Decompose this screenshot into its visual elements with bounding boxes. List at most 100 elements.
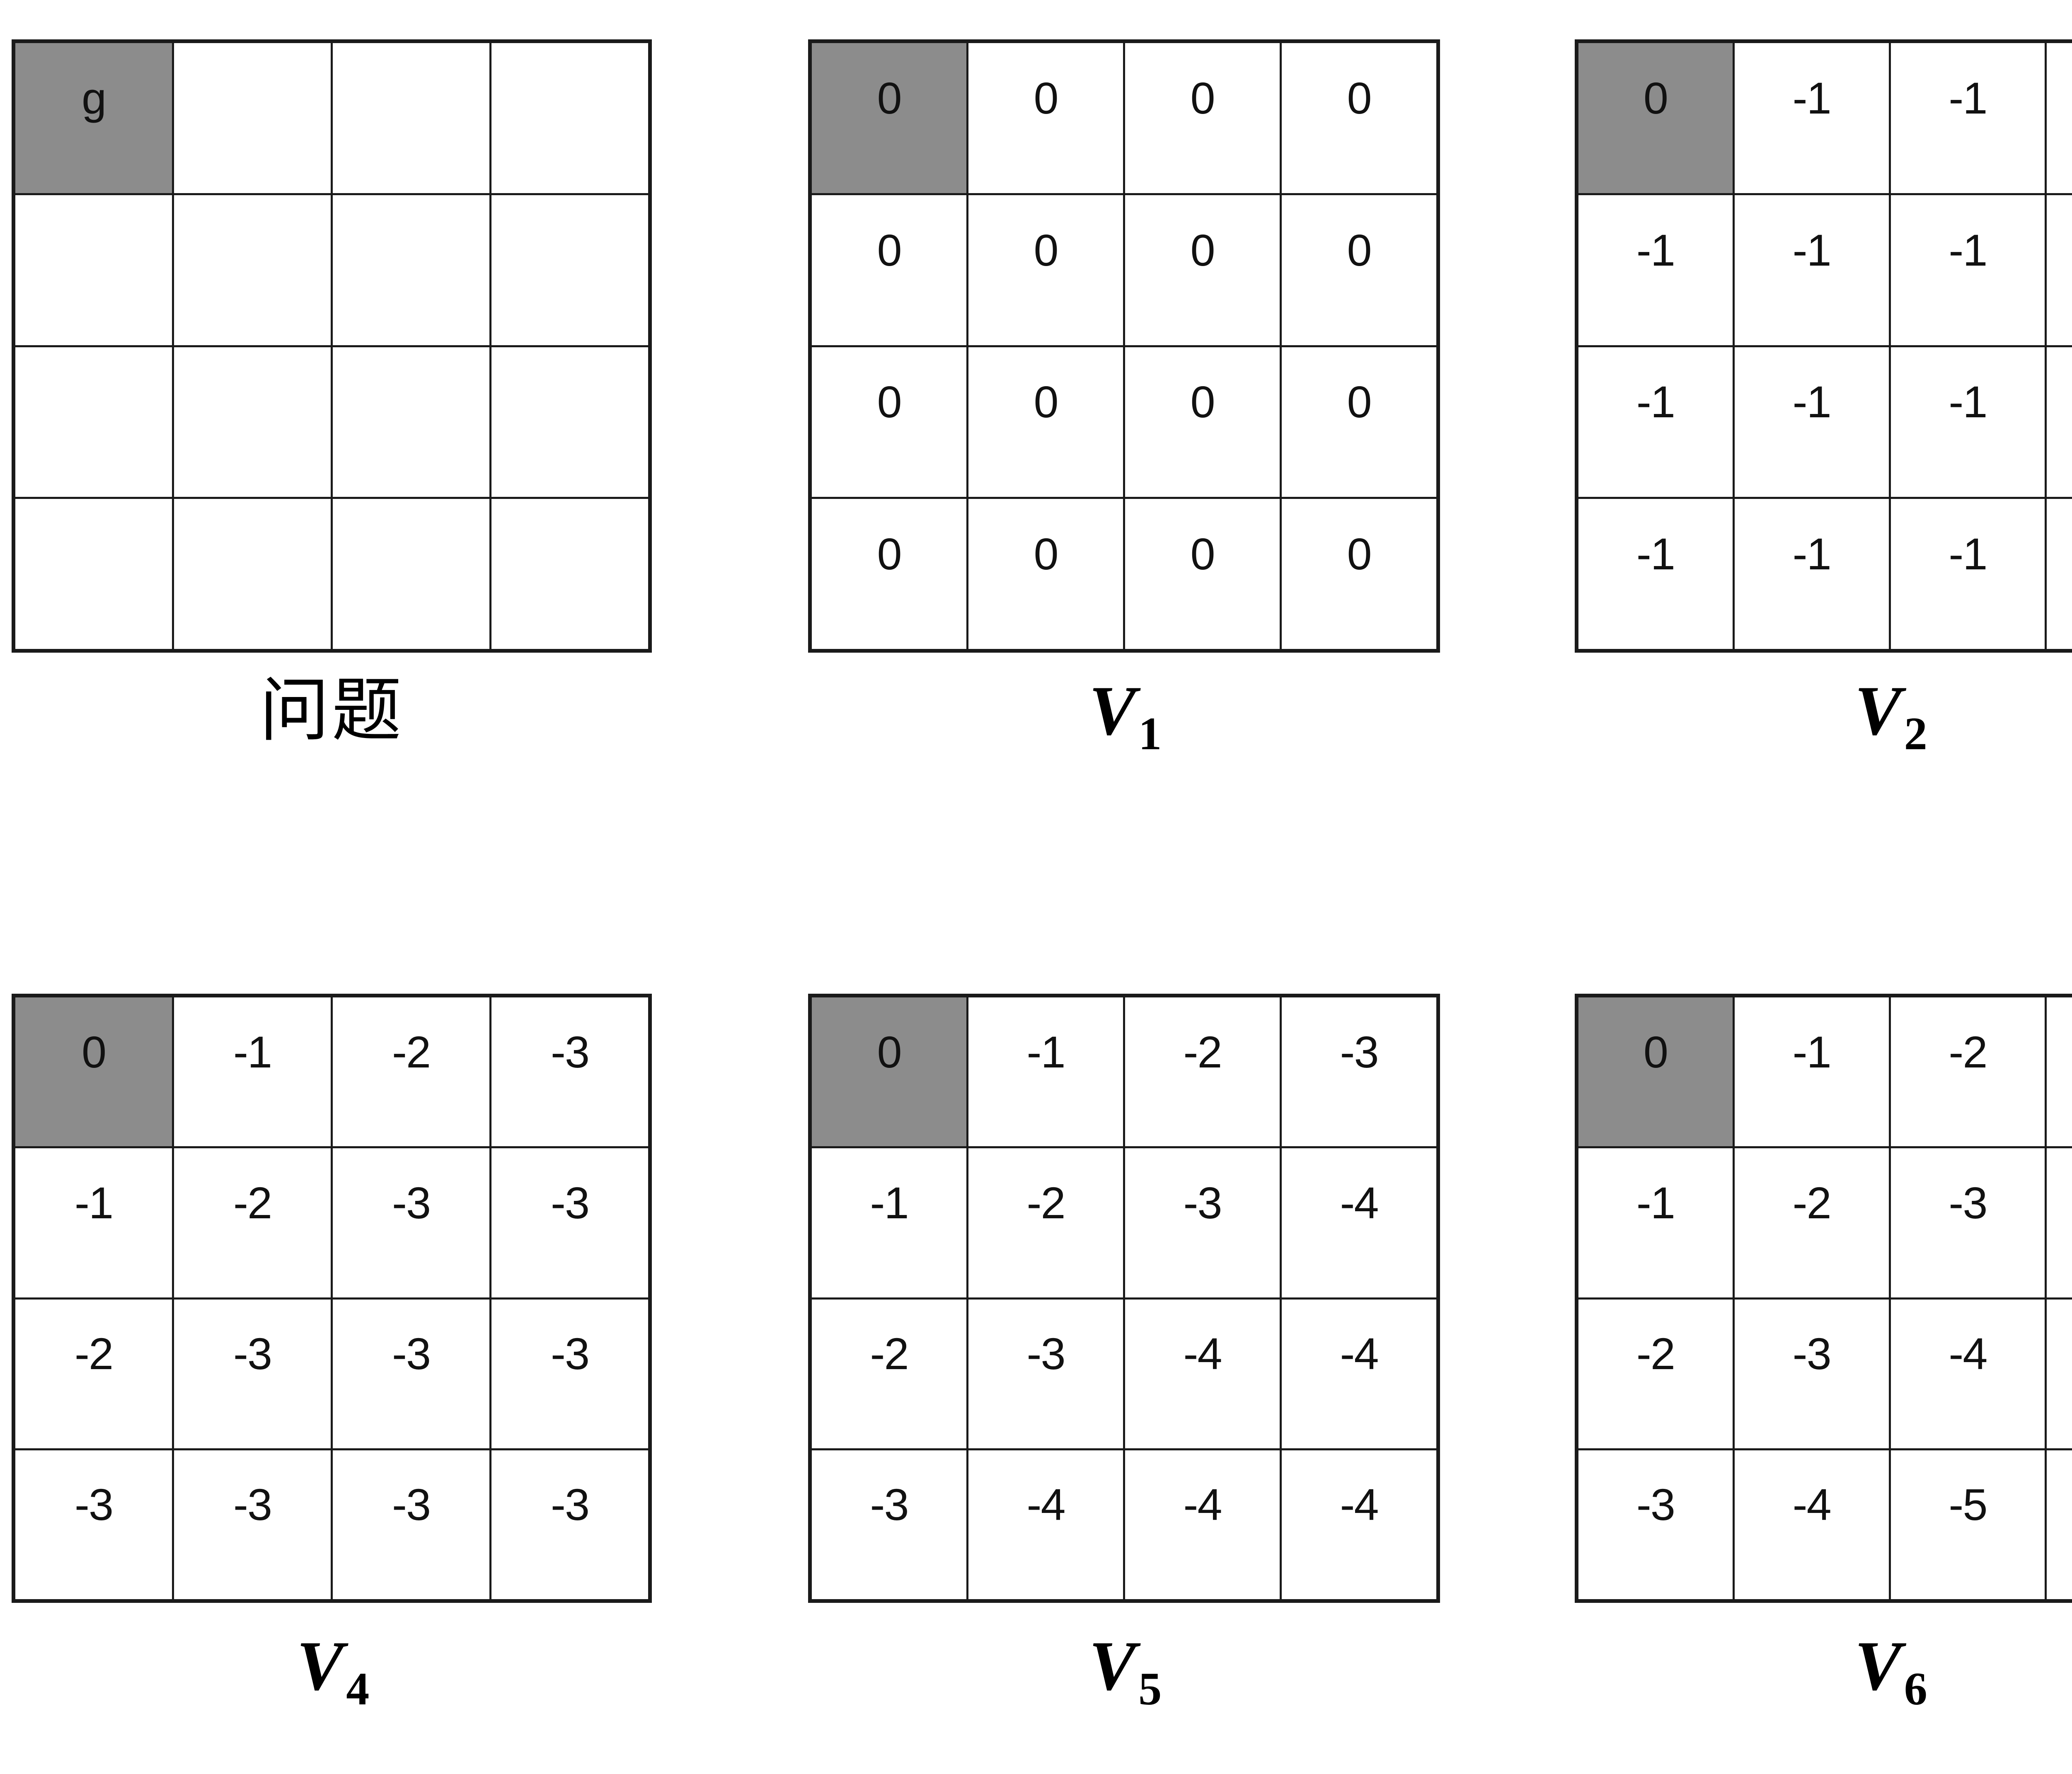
grid-cell [174,43,331,193]
cell-value: -1 [74,1177,114,1228]
cell-value: 0 [1347,529,1372,579]
cell-value: -4 [1026,1479,1065,1530]
grid-cell [174,195,331,345]
panel-v2: 0-1-1-1-1-1-1-1-1-1-1-1-1-1-1-1V2 [1575,39,2072,800]
grid-cell: -1 [1890,195,2045,345]
grid-cell [333,347,489,497]
cell-value: -2 [392,1026,431,1077]
grid-cell: -4 [1734,1450,1889,1599]
grid-cell: -3 [1890,1148,2045,1297]
grid-cell: -1 [1734,347,1889,497]
grid-cell: -2 [1578,1299,1733,1448]
grid-cell: -2 [1125,997,1280,1147]
grid-cell: -3 [491,1450,648,1599]
cell-value: -1 [1026,1026,1065,1077]
grid-cell: -3 [174,1450,331,1599]
cell-value: g [81,73,107,123]
cell-value: -3 [74,1479,114,1530]
grid-cell: 0 [1125,347,1280,497]
grid-cell: -3 [174,1299,331,1448]
grid-cell: -2 [812,1299,966,1448]
cell-value: -2 [1792,1177,1832,1228]
grid-cell: -2 [174,1148,331,1297]
grid-cell: 0 [812,43,966,193]
cell-value: 0 [877,73,902,123]
cell-value: -1 [1949,377,1987,427]
grid-cell: -3 [968,1299,1123,1448]
grid-cell: -1 [1890,499,2045,649]
cell-value: 0 [1190,377,1215,427]
caption-symbol: V [1854,1627,1902,1705]
caption-symbol: V [1089,1627,1136,1705]
grid-cell: -1 [2047,195,2072,345]
grid-cell [15,347,172,497]
grid-cell: -3 [333,1148,489,1297]
grid-cell: -3 [333,1450,489,1599]
grid-cell: 0 [1282,499,1436,649]
cell-value: -3 [1949,1177,1987,1228]
grid-cell: -1 [1734,195,1889,345]
cell-value: 0 [877,377,902,427]
grid-cell: -4 [1125,1299,1280,1448]
caption-subscript: 2 [1904,708,1927,760]
panel-caption-v4: V4 [12,1631,652,1712]
grid-cell: 0 [1578,997,1733,1147]
grid-cell: 0 [1578,43,1733,193]
caption-symbol: V [1854,672,1902,750]
value-grid-v6: 0-1-2-3-1-2-3-4-2-3-4-5-3-4-5-5 [1575,994,2072,1603]
cell-value: 0 [1347,225,1372,275]
panel-caption-v2: V2 [1575,675,2072,757]
grid-cell: -4 [1282,1450,1436,1599]
cell-value: 0 [1034,377,1058,427]
value-grid-problem: g [12,39,652,653]
cell-value: 0 [877,225,902,275]
cell-value: -3 [550,1329,590,1379]
cell-value: -4 [1183,1329,1222,1379]
cell-value: -3 [1792,1329,1832,1379]
caption-subscript: 5 [1138,1663,1162,1715]
cell-value: 0 [1190,225,1215,275]
grid-cell: -1 [1890,347,2045,497]
grid-cell: 0 [15,997,172,1147]
grid-cell [333,499,489,649]
grid-cell: -2 [333,997,489,1147]
value-grid-v4: 0-1-2-3-1-2-3-3-2-3-3-3-3-3-3-3 [12,994,652,1603]
caption-symbol: V [296,1627,344,1705]
grid-cell: -4 [968,1450,1123,1599]
cell-value: 0 [1034,529,1058,579]
cell-value: -3 [233,1329,272,1379]
cell-value: -4 [1340,1479,1379,1530]
cell-value: 0 [877,1026,902,1077]
cell-value: -3 [392,1177,431,1228]
grid-cell: -5 [1890,1450,2045,1599]
grid-cell: -3 [15,1450,172,1599]
grid-cell: -3 [1125,1148,1280,1297]
cell-value: -3 [1636,1479,1675,1530]
panel-caption-v5: V5 [808,1631,1440,1712]
cell-value: -2 [870,1329,909,1379]
cell-value: -1 [870,1177,909,1228]
grid-cell: 0 [968,195,1123,345]
cell-value: -4 [1949,1329,1987,1379]
grid-cell: -3 [1578,1450,1733,1599]
cell-value: -4 [1792,1479,1832,1530]
grid-cell: 0 [1282,347,1436,497]
cell-value: 0 [1190,73,1215,123]
grid-cell [491,43,648,193]
grid-cell: -1 [2047,347,2072,497]
grid-cell: 0 [812,195,966,345]
grid-cell: -1 [968,997,1123,1147]
cell-value: -1 [1792,377,1832,427]
grid-cell: 0 [812,347,966,497]
grid-cell: -1 [174,997,331,1147]
caption-symbol: V [1089,672,1136,750]
cell-value: -3 [1183,1177,1222,1228]
grid-cell: -4 [1125,1450,1280,1599]
grid-cell: -4 [2047,1148,2072,1297]
